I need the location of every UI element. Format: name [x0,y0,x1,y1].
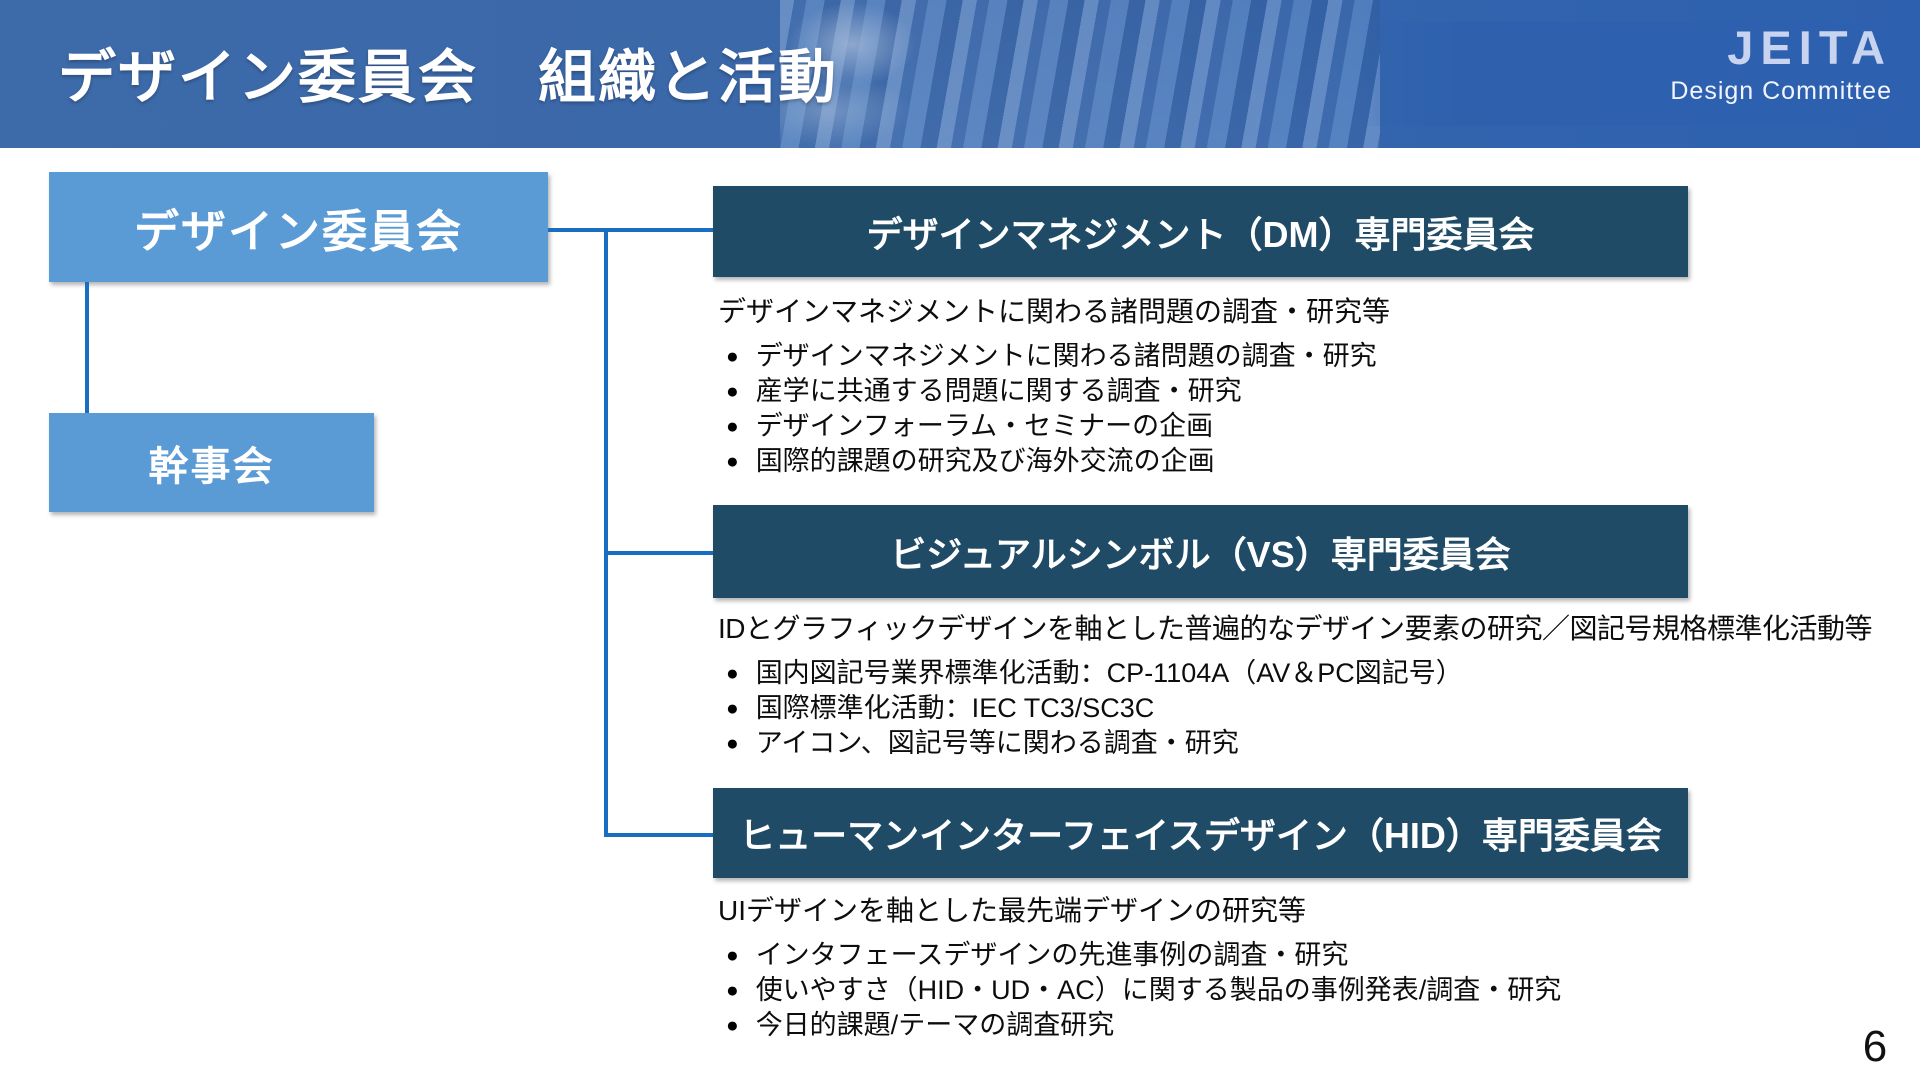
list-item: ● 今日的課題/テーマの調査研究 [726,1010,1115,1040]
connector-branch-vs [604,551,715,555]
list-item: ● 使いやすさ（HID・UD・AC）に関する製品の事例発表/調査・研究 [726,975,1562,1005]
connector-branch-hid [604,833,715,837]
committee-vs-lead: IDとグラフィックデザインを軸とした普遍的なデザイン要素の研究／図記号規格標準化… [718,613,1872,644]
list-item: ● デザインマネジメントに関わる諸問題の調査・研究 [726,341,1377,371]
committee-header-vs: ビジュアルシンボル（VS）専門委員会 [713,505,1688,598]
committee-header-dm: デザインマネジメント（DM）専門委員会 [713,186,1688,277]
bullet-icon: ● [726,415,739,438]
jeita-logo: JEITA Design Committee [1362,22,1892,126]
bullet-icon: ● [726,662,739,685]
page-title: デザイン委員会 組織と活動 [58,45,839,110]
bullet-icon: ● [726,697,739,720]
jeita-logo-subtitle: Design Committee [1670,77,1892,105]
org-box-secretariat-label: 幹事会 [148,444,275,489]
committee-header-hid: ヒューマンインターフェイスデザイン（HID）専門委員会 [713,788,1688,878]
connector-trunk [604,228,608,837]
header-city-photo [780,0,1380,148]
connector-root-to-trunk [548,228,715,232]
org-box-design-committee: デザイン委員会 [49,172,548,282]
list-item: ● アイコン、図記号等に関わる調査・研究 [726,728,1239,758]
committee-header-vs-label: ビジュアルシンボル（VS）専門委員会 [890,533,1511,575]
committee-section-dm: デザインマネジメントに関わる諸問題の調査・研究等 ● デザインマネジメントに関わ… [718,294,1920,483]
list-item: ● 国際的課題の研究及び海外交流の企画 [726,446,1215,476]
committee-hid-lead: UIデザインを軸とした最先端デザインの研究等 [718,895,1307,926]
committee-header-dm-label: デザインマネジメント（DM）専門委員会 [866,213,1535,255]
bullet-icon: ● [726,944,739,967]
committee-dm-lead: デザインマネジメントに関わる諸問題の調査・研究等 [718,296,1391,327]
list-item: ● インタフェースデザインの先進事例の調査・研究 [726,940,1349,970]
list-item: ● 国際標準化活動：IEC TC3/SC3C [726,693,1155,723]
list-item: ● 産学に共通する問題に関する調査・研究 [726,376,1242,406]
list-item: ● 国内図記号業界標準化活動：CP-1104A（AV＆PC図記号） [726,658,1463,688]
connector-root-to-secretariat [85,282,89,413]
bullet-icon: ● [726,345,739,368]
slide-header: デザイン委員会 組織と活動 JEITA Design Committee [0,0,1920,148]
bullet-icon: ● [726,1014,739,1037]
committee-section-vs: IDとグラフィックデザインを軸とした普遍的なデザイン要素の研究／図記号規格標準化… [718,611,1920,765]
page-number: 6 [1862,1022,1888,1071]
org-box-secretariat: 幹事会 [49,413,374,512]
jeita-logo-text: JEITA [1727,21,1892,74]
committee-header-hid-label: ヒューマンインターフェイスデザイン（HID）専門委員会 [739,815,1662,856]
committee-section-hid: UIデザインを軸とした最先端デザインの研究等 ● インタフェースデザインの先進事… [718,893,1920,1047]
bullet-icon: ● [726,732,739,755]
bullet-icon: ● [726,380,739,403]
bullet-icon: ● [726,450,739,473]
list-item: ● デザインフォーラム・セミナーの企画 [726,411,1214,441]
bullet-icon: ● [726,979,739,1002]
org-box-design-committee-label: デザイン委員会 [133,205,463,257]
